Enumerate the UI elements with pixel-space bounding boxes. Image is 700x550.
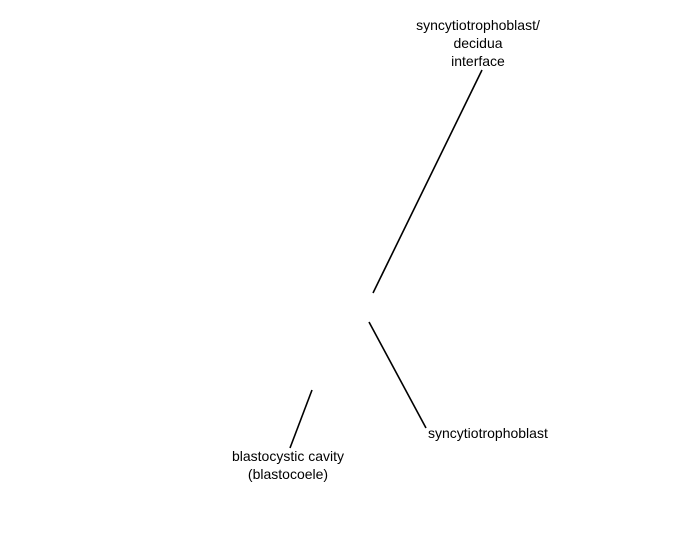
label-line: syncytiotrophoblast/ [416,17,540,33]
label-line: decidua [453,35,503,51]
leader-line-cavity [289,389,313,449]
label-syncytiotrophoblast: syncytiotrophoblast [428,424,548,442]
label-line: syncytiotrophoblast [428,425,548,441]
label-line: interface [451,53,505,69]
label-line: (blastocoele) [247,466,329,482]
label-line: blastocystic cavity [231,448,345,464]
label-syncytiotrophoblast-decidua-interface: syncytiotrophoblast/ decidua interface [398,16,558,70]
label-blastocystic-cavity: blastocystic cavity (blastocoele) [208,447,368,483]
leader-line-interface [372,69,483,294]
leader-line-syncytiotrophoblast [368,321,427,429]
